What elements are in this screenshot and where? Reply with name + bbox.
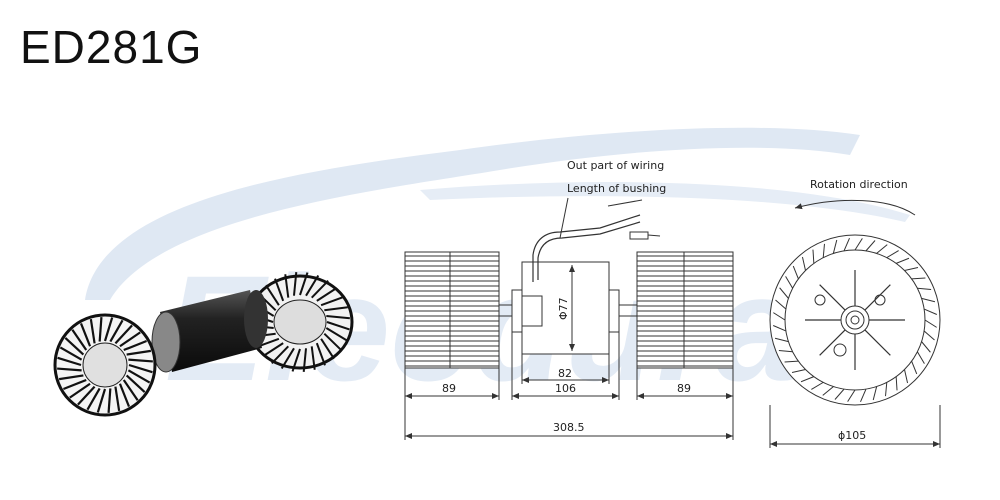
photo-motor [151,290,268,373]
product-title: ED281G [20,21,203,73]
wiring-cable [532,214,641,282]
side-wheel-right [636,251,734,369]
dim-motor-outer: 106 [555,382,576,395]
bushing-label: Length of bushing [567,182,666,195]
bushing-left [511,289,523,333]
rotation-label: Rotation direction [810,178,908,191]
blower-photo [53,272,354,417]
dim-wheel-diameter: ϕ105 [838,429,866,442]
photo-wheel-right [246,272,354,372]
end-view [769,199,941,448]
motor-diameter-label: Φ77 [557,297,570,320]
photo-wheel-left [53,313,157,417]
side-view [404,197,734,369]
bushing-right [608,289,620,333]
dimension-lines [404,332,734,440]
dim-wheel-right: 89 [677,382,691,395]
dim-motor-inner: 82 [558,367,572,380]
wiring-label: Out part of wiring [567,159,664,172]
rotation-arrow [794,199,916,216]
dim-total: 308.5 [553,421,585,434]
dim-wheel-left: 89 [442,382,456,395]
side-wheel-left [404,251,500,369]
